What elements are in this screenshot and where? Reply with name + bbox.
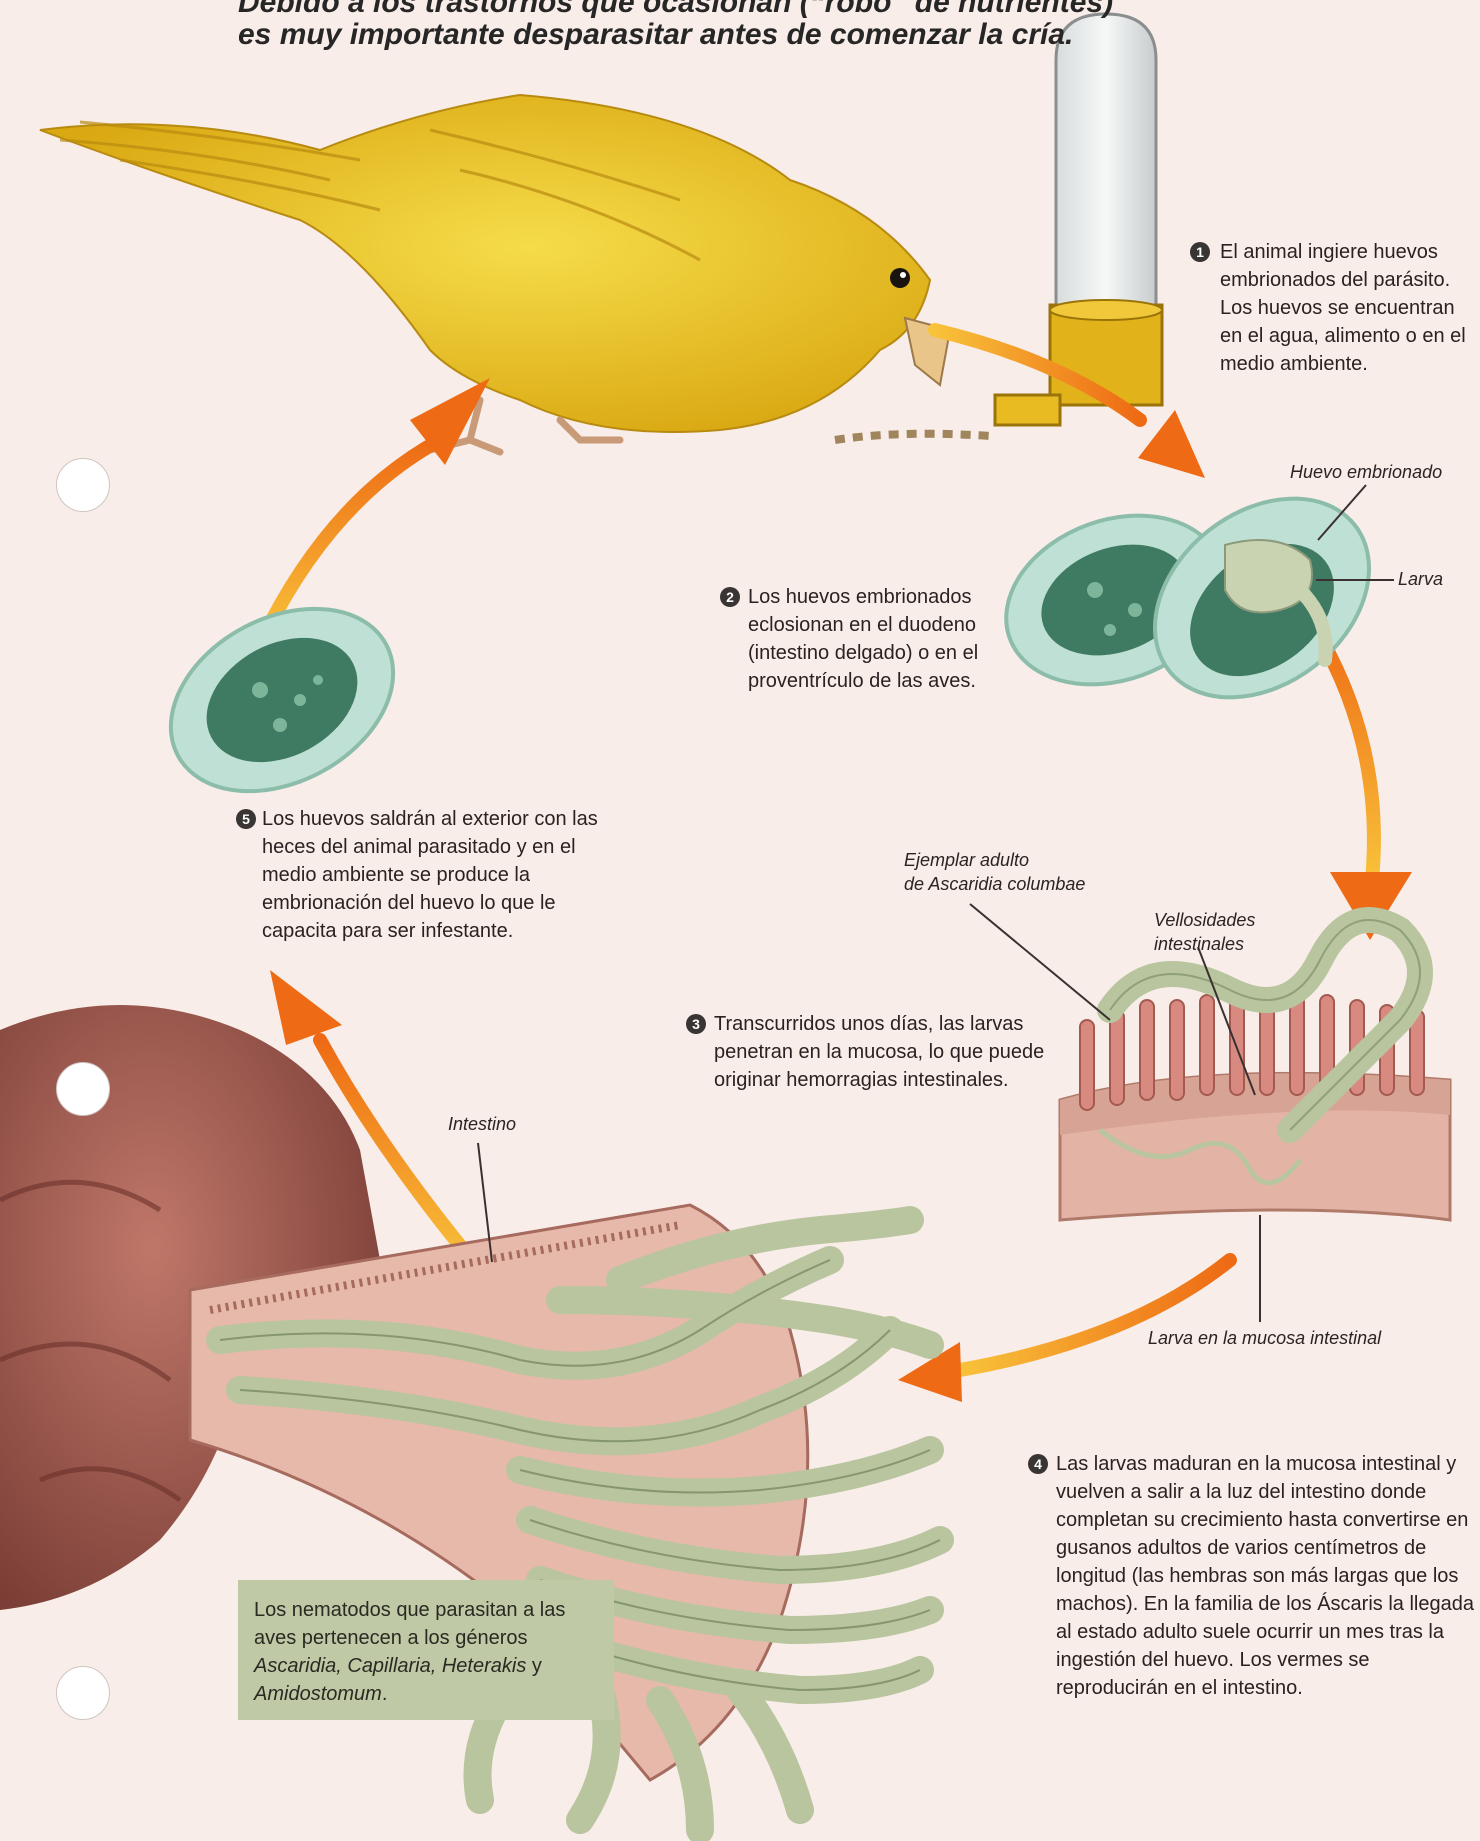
label-ejemplar-line-1: Ejemplar adulto [904,848,1029,872]
label-larva: Larva [1398,567,1443,591]
water-drinker-illustration [995,14,1162,425]
step-1-text: El animal ingiere huevos embrionados del… [1220,238,1470,378]
canary-bird-illustration [40,95,990,452]
label-vellosidades-line-2: intestinales [1154,932,1244,956]
mucosa-section [1060,920,1450,1220]
step-2-number: 2 [720,587,740,607]
header-line-1: Debido a los trastornos que ocasionan (“… [238,0,1113,20]
header-line-2: es muy importante desparasitar antes de … [238,18,1073,52]
label-vellosidades-line-1: Vellosidades [1154,908,1255,932]
nematode-genera-info-box: Los nematodos que parasitan a las aves p… [238,1580,614,1720]
label-huevo-embrionado: Huevo embrionado [1290,460,1442,484]
label-intestino: Intestino [448,1112,516,1136]
step-2-text: Los huevos embrionados eclosionan en el … [748,583,998,695]
step-4-number: 4 [1028,1454,1048,1474]
info-box-intro: Los nematodos que parasitan a las aves p… [254,1599,565,1649]
info-box-end: . [382,1683,388,1705]
label-larva-mucosa: Larva en la mucosa intestinal [1148,1326,1381,1350]
step-4-text: Las larvas maduran en la mucosa intestin… [1056,1450,1476,1702]
step-3-text: Transcurridos unos días, las larvas pene… [714,1010,1064,1094]
step-5-number: 5 [236,809,256,829]
arrow-maturation [960,1260,1230,1370]
step-5-text: Los huevos saldrán al exterior con las h… [262,805,602,945]
step-1-number: 1 [1190,242,1210,262]
info-box-genera: Ascaridia, Capillaria, Heterakis [254,1655,526,1677]
info-box-last-genus: Amidostomum [254,1683,382,1705]
info-box-conjunction: y [532,1655,542,1677]
step-3-number: 3 [686,1014,706,1034]
punch-hole-bottom [56,1666,110,1720]
punch-hole-middle [56,1062,110,1116]
punch-hole-top [56,458,110,512]
label-ejemplar-line-2: de Ascaridia columbae [904,872,1085,896]
